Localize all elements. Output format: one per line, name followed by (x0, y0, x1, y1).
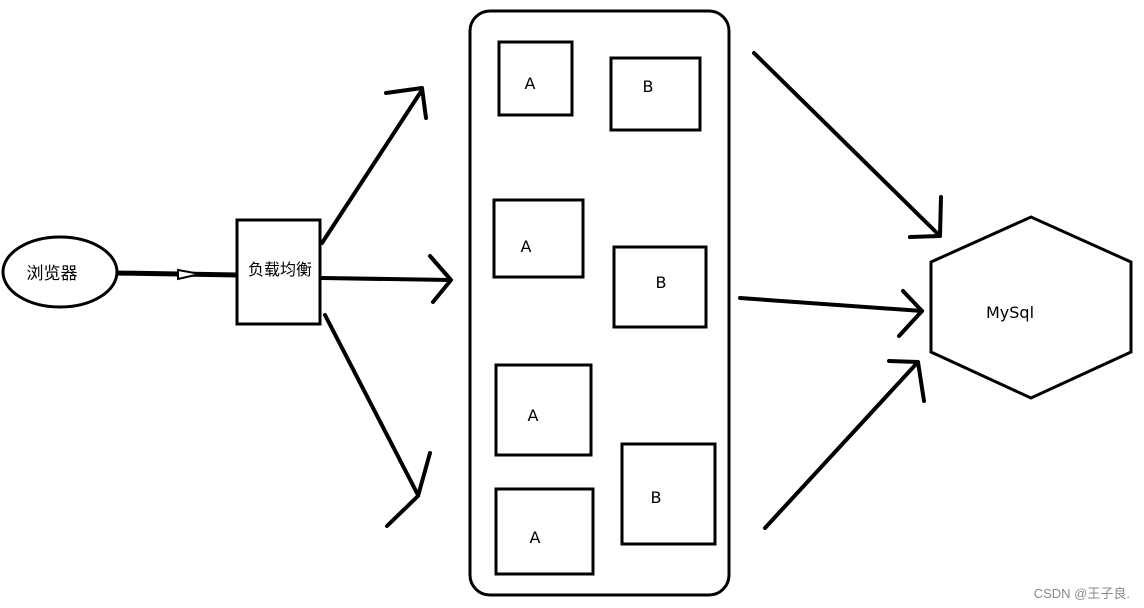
server-a-2: A (492, 198, 585, 279)
server-a-3: A (494, 363, 593, 457)
server-a-4: A (494, 487, 595, 576)
load-balancer-label: 负载均衡 (248, 260, 312, 279)
svg-text:B: B (651, 488, 662, 507)
browser-label: 浏览器 (27, 264, 78, 284)
db-arrow-bottom (763, 359, 926, 530)
db-arrow-middle (738, 289, 924, 338)
svg-text:A: A (528, 406, 539, 425)
server-b-1: B (609, 56, 702, 132)
server-b-3: B (620, 442, 717, 546)
server-a-1: A (497, 40, 574, 117)
svg-text:B: B (656, 273, 667, 292)
browser-to-lb-connector (115, 268, 239, 281)
server-cluster (468, 9, 731, 597)
lb-arrow-up (320, 86, 428, 245)
mysql-label: MySql (986, 303, 1034, 322)
db-arrow-top (752, 51, 943, 239)
mysql-node (929, 215, 1133, 400)
svg-text:B: B (643, 77, 654, 96)
load-balancer-node (235, 218, 322, 326)
svg-text:A: A (525, 74, 536, 93)
watermark: CSDN @王子良. (1033, 586, 1130, 601)
lb-arrow-down (323, 313, 432, 528)
lb-arrow-middle (320, 254, 453, 304)
svg-text:A: A (530, 528, 541, 547)
svg-text:A: A (521, 237, 532, 256)
server-b-2: B (612, 245, 708, 329)
